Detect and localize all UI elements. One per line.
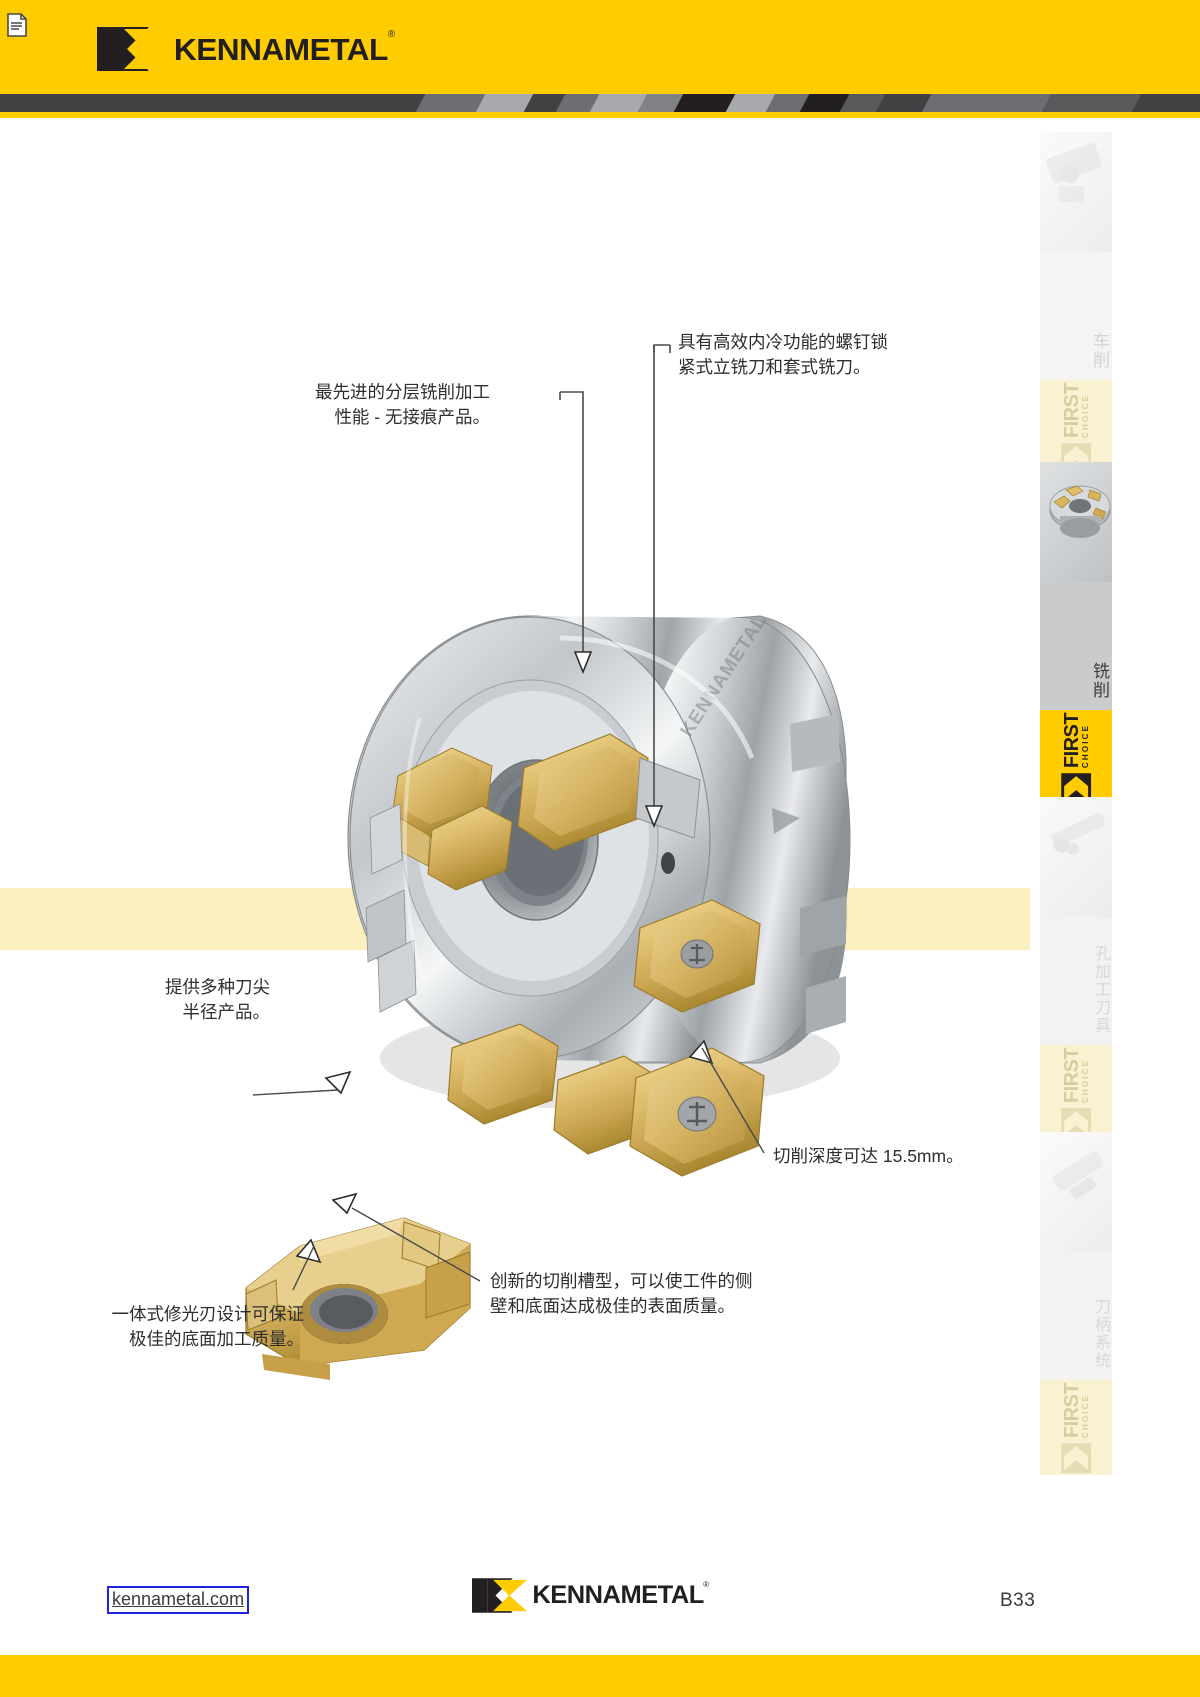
sidebar-tab-holemaking[interactable]: 孔加工刀具 FIRST CHOICE xyxy=(1040,797,1112,1140)
header-stripe-band xyxy=(0,88,1200,118)
page-footer-band xyxy=(0,1655,1200,1697)
hole-making-tool-thumbnail xyxy=(1040,797,1112,917)
sidebar-tab-label-milling: 铣削 xyxy=(1090,662,1109,700)
carbide-insert-render xyxy=(245,1217,471,1380)
first-choice-text: FIRST xyxy=(1060,712,1083,768)
insert-pocket xyxy=(427,805,513,891)
first-choice-badge-milling: FIRST CHOICE xyxy=(1040,710,1112,805)
insert-pocket xyxy=(447,1023,559,1125)
page-header: KENNAMETAL ® xyxy=(0,0,1200,88)
first-choice-badge-toolingsystems: FIRST CHOICE xyxy=(1040,1380,1112,1475)
callout-wiper-edge: 一体式修光刃设计可保证 极佳的底面加工质量。 xyxy=(111,1304,305,1350)
sidebar-tab-milling[interactable]: 铣削 FIRST CHOICE xyxy=(1040,462,1112,805)
insert-pocket xyxy=(633,899,761,1013)
tooling-system-thumbnail xyxy=(1040,1132,1112,1252)
choice-subtext: CHOICE xyxy=(1080,393,1090,438)
first-choice-badge-turning: FIRST CHOICE xyxy=(1040,380,1112,475)
choice-subtext: CHOICE xyxy=(1080,723,1090,768)
milling-cutter-thumbnail xyxy=(1040,462,1112,582)
stripe-segment xyxy=(1037,94,1145,112)
turning-tool-thumbnail xyxy=(1040,132,1112,252)
sidebar-tab-turning[interactable]: 车削 FIRST CHOICE xyxy=(1040,132,1112,475)
first-choice-text: FIRST xyxy=(1060,1382,1083,1438)
category-tabs: 车削 FIRST CHOICE xyxy=(1040,132,1200,1475)
first-choice-text: FIRST xyxy=(1060,1047,1083,1103)
first-choice-arrow-icon xyxy=(1061,1107,1091,1138)
callout-screw-on-coolant: 具有高效内冷功能的螺钉锁 紧式立铣刀和套式铣刀。 xyxy=(678,332,888,378)
callout-layered-milling: 最先进的分层铣削加工 性能 - 无接痕产品。 xyxy=(315,382,490,428)
choice-subtext: CHOICE xyxy=(1080,1393,1090,1438)
product-illustration-area: KENNAMETAL xyxy=(0,118,1040,1548)
footer-logo: KENNAMETAL ® xyxy=(472,1578,709,1613)
stripe-segment xyxy=(1127,94,1200,112)
header-logo: KENNAMETAL ® xyxy=(97,27,395,71)
sidebar-tab-label-holemaking: 孔加工刀具 xyxy=(1092,945,1109,1035)
sidebar-tab-label-toolingsystems: 刀柄系统 xyxy=(1092,1298,1109,1370)
first-choice-arrow-icon xyxy=(1061,1442,1091,1473)
stripe-segment xyxy=(917,94,1055,112)
header-brand-name: KENNAMETAL xyxy=(173,31,388,67)
sidebar-tab-label-turning: 车削 xyxy=(1090,332,1109,370)
stripe-band-dark xyxy=(0,94,1200,112)
registered-mark-icon: ® xyxy=(387,29,396,40)
first-choice-arrow-icon xyxy=(1061,772,1091,803)
kennametal-chevron-logo-icon xyxy=(472,1578,527,1613)
callout-depth-of-cut: 切削深度可达 15.5mm。 xyxy=(773,1146,964,1166)
footer-brand-name: KENNAMETAL xyxy=(532,1581,704,1609)
kennametal-chevron-logo-icon xyxy=(97,27,167,71)
callout-corner-radius: 提供多种刀尖 半径产品。 xyxy=(165,977,270,1023)
first-choice-badge-holemaking: FIRST CHOICE xyxy=(1040,1045,1112,1140)
choice-subtext: CHOICE xyxy=(1080,1058,1090,1103)
page-number: B33 xyxy=(1000,1590,1036,1611)
first-choice-text: FIRST xyxy=(1060,382,1083,438)
registered-mark-icon: ® xyxy=(703,1580,710,1589)
footer-website-link[interactable]: kennametal.com xyxy=(107,1586,250,1614)
document-page-icon xyxy=(7,13,27,37)
footer-website-text: kennametal.com xyxy=(112,1589,245,1609)
sidebar-tab-toolingsystems[interactable]: 刀柄系统 FIRST CHOICE xyxy=(1040,1132,1112,1475)
callout-chip-groove: 创新的切削槽型，可以使工件的侧 壁和底面达成极佳的表面质量。 xyxy=(490,1271,753,1317)
